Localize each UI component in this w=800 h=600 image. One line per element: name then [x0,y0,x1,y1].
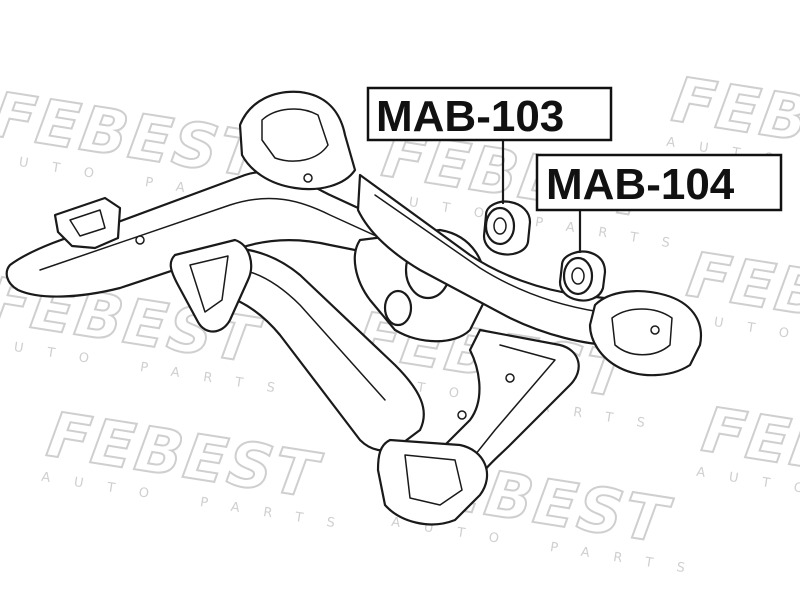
bolt-hole [135,235,145,245]
subframe-right-mount-inner [611,308,673,356]
subframe-right-mount-tower [588,290,703,377]
subframe-mid-brace [169,238,253,333]
bolt-hole [457,410,467,420]
bushing-face [562,256,594,296]
callout-box [366,86,613,142]
subframe-left-bracket [53,196,122,250]
watermark-tile: FEBEST AUTO PARTS [695,392,800,530]
bolt-hole [303,173,313,183]
bushing-bore [493,217,507,235]
subframe-left-bracket-detail [69,209,106,237]
subframe-upper-mount-inner [261,108,329,162]
watermark-tile: FEBEST AUTO PARTS [40,397,359,535]
callout-mab-103: MAB-103 [366,86,613,142]
part-number-label: MAB-103 [376,92,564,141]
bushing-face [484,206,516,246]
rear-subframe-drawing [5,90,703,526]
subframe-lower-mount-detail [404,454,463,506]
bushing-mab-104 [558,250,607,302]
bushing-mab-103 [482,200,532,256]
callout-mab-104: MAB-104 [535,153,783,212]
bushing-bore [571,267,585,285]
watermark-tile: FEBEST AUTO PARTS [680,237,800,375]
subframe-upper-mount-tower [238,90,357,191]
subframe-rear-crossmember-edge [374,194,601,313]
callout-box [535,153,783,212]
subframe-front-beam-edge [39,197,386,271]
subframe-mid-brace-detail [189,255,229,313]
part-number-label: MAB-104 [546,160,735,209]
bolt-hole [650,325,660,335]
bolt-hole [505,373,515,383]
diff-mount-lower-socket [383,289,413,327]
